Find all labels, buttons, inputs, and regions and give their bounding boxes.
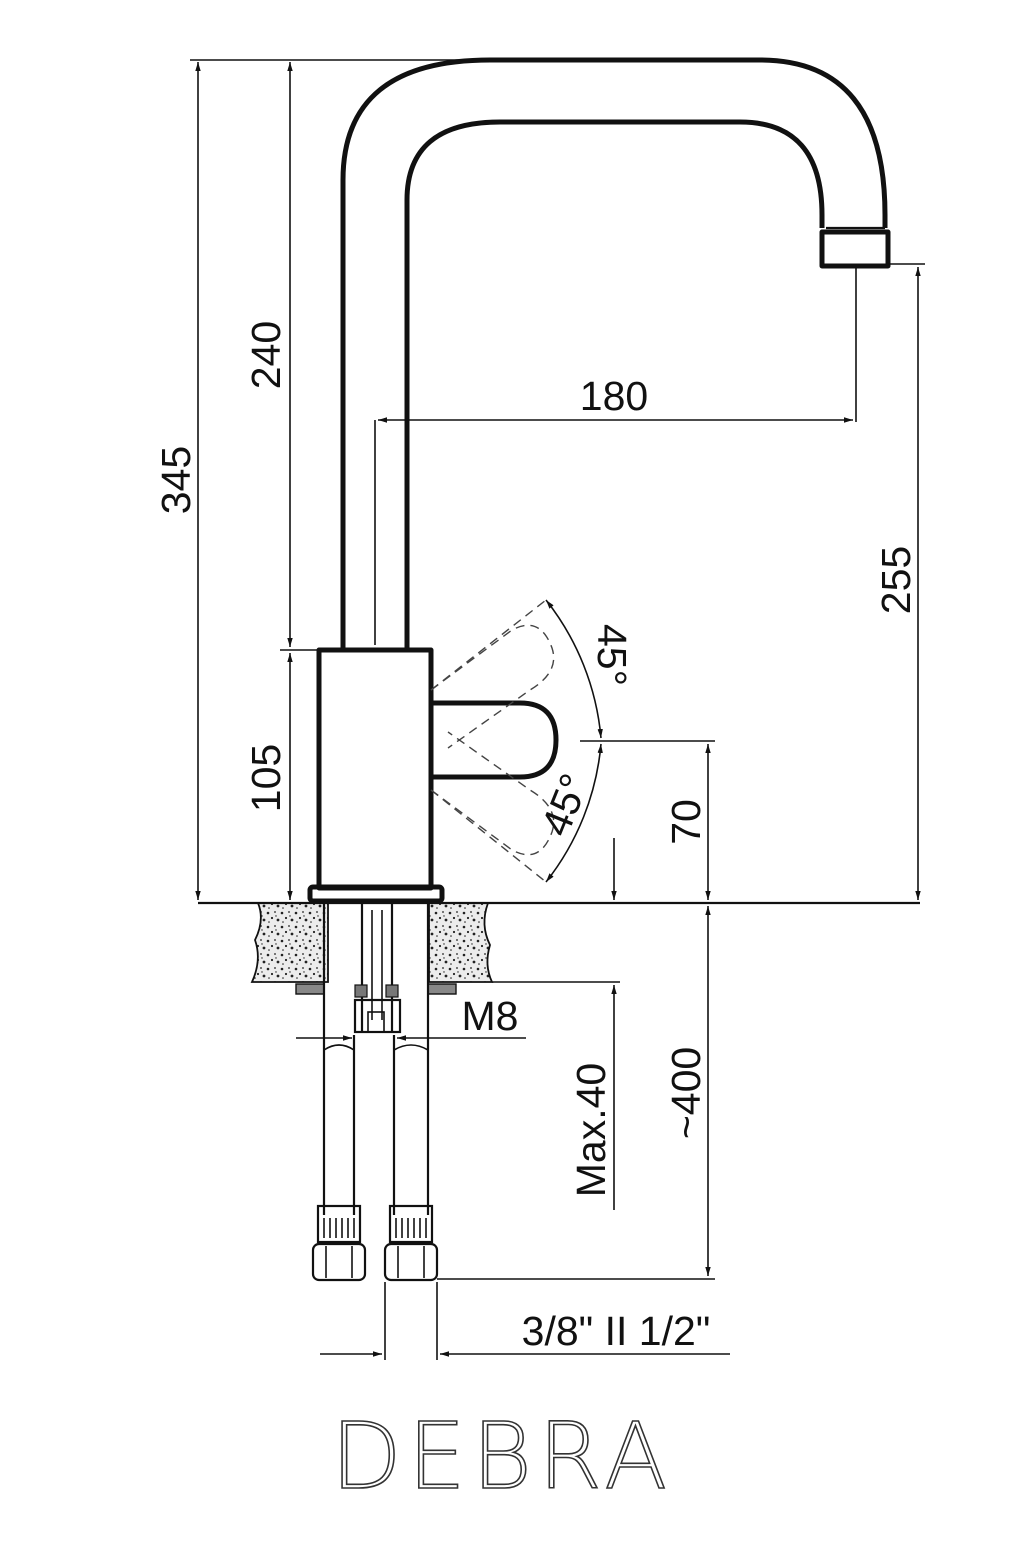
dim-outlet-height: 255 [873,546,919,614]
dim-lever-height: 70 [663,799,709,845]
faucet-lever [430,599,559,883]
dim-stud-thread: M8 [462,993,519,1039]
dim-lever-angle-up: 45° [589,624,635,686]
dimension-lines [190,59,925,1360]
dim-hose-length: ~400 [663,1047,709,1139]
faucet-body [307,647,445,904]
product-name: DEBRA [331,1403,673,1510]
dim-spout-reach: 180 [580,373,648,419]
dim-max-counter: Max.40 [568,1063,614,1197]
faucet-spout [340,57,891,648]
dim-lever-angle-down: 45° [532,767,598,842]
dim-hose-connection: 3/8" II 1/2" [522,1308,711,1354]
mounting-assembly [311,903,439,1282]
dim-body-height: 105 [243,744,289,812]
dim-spout-height: 240 [243,321,289,389]
dim-total-height: 345 [153,446,199,514]
countertop-section [198,901,920,995]
